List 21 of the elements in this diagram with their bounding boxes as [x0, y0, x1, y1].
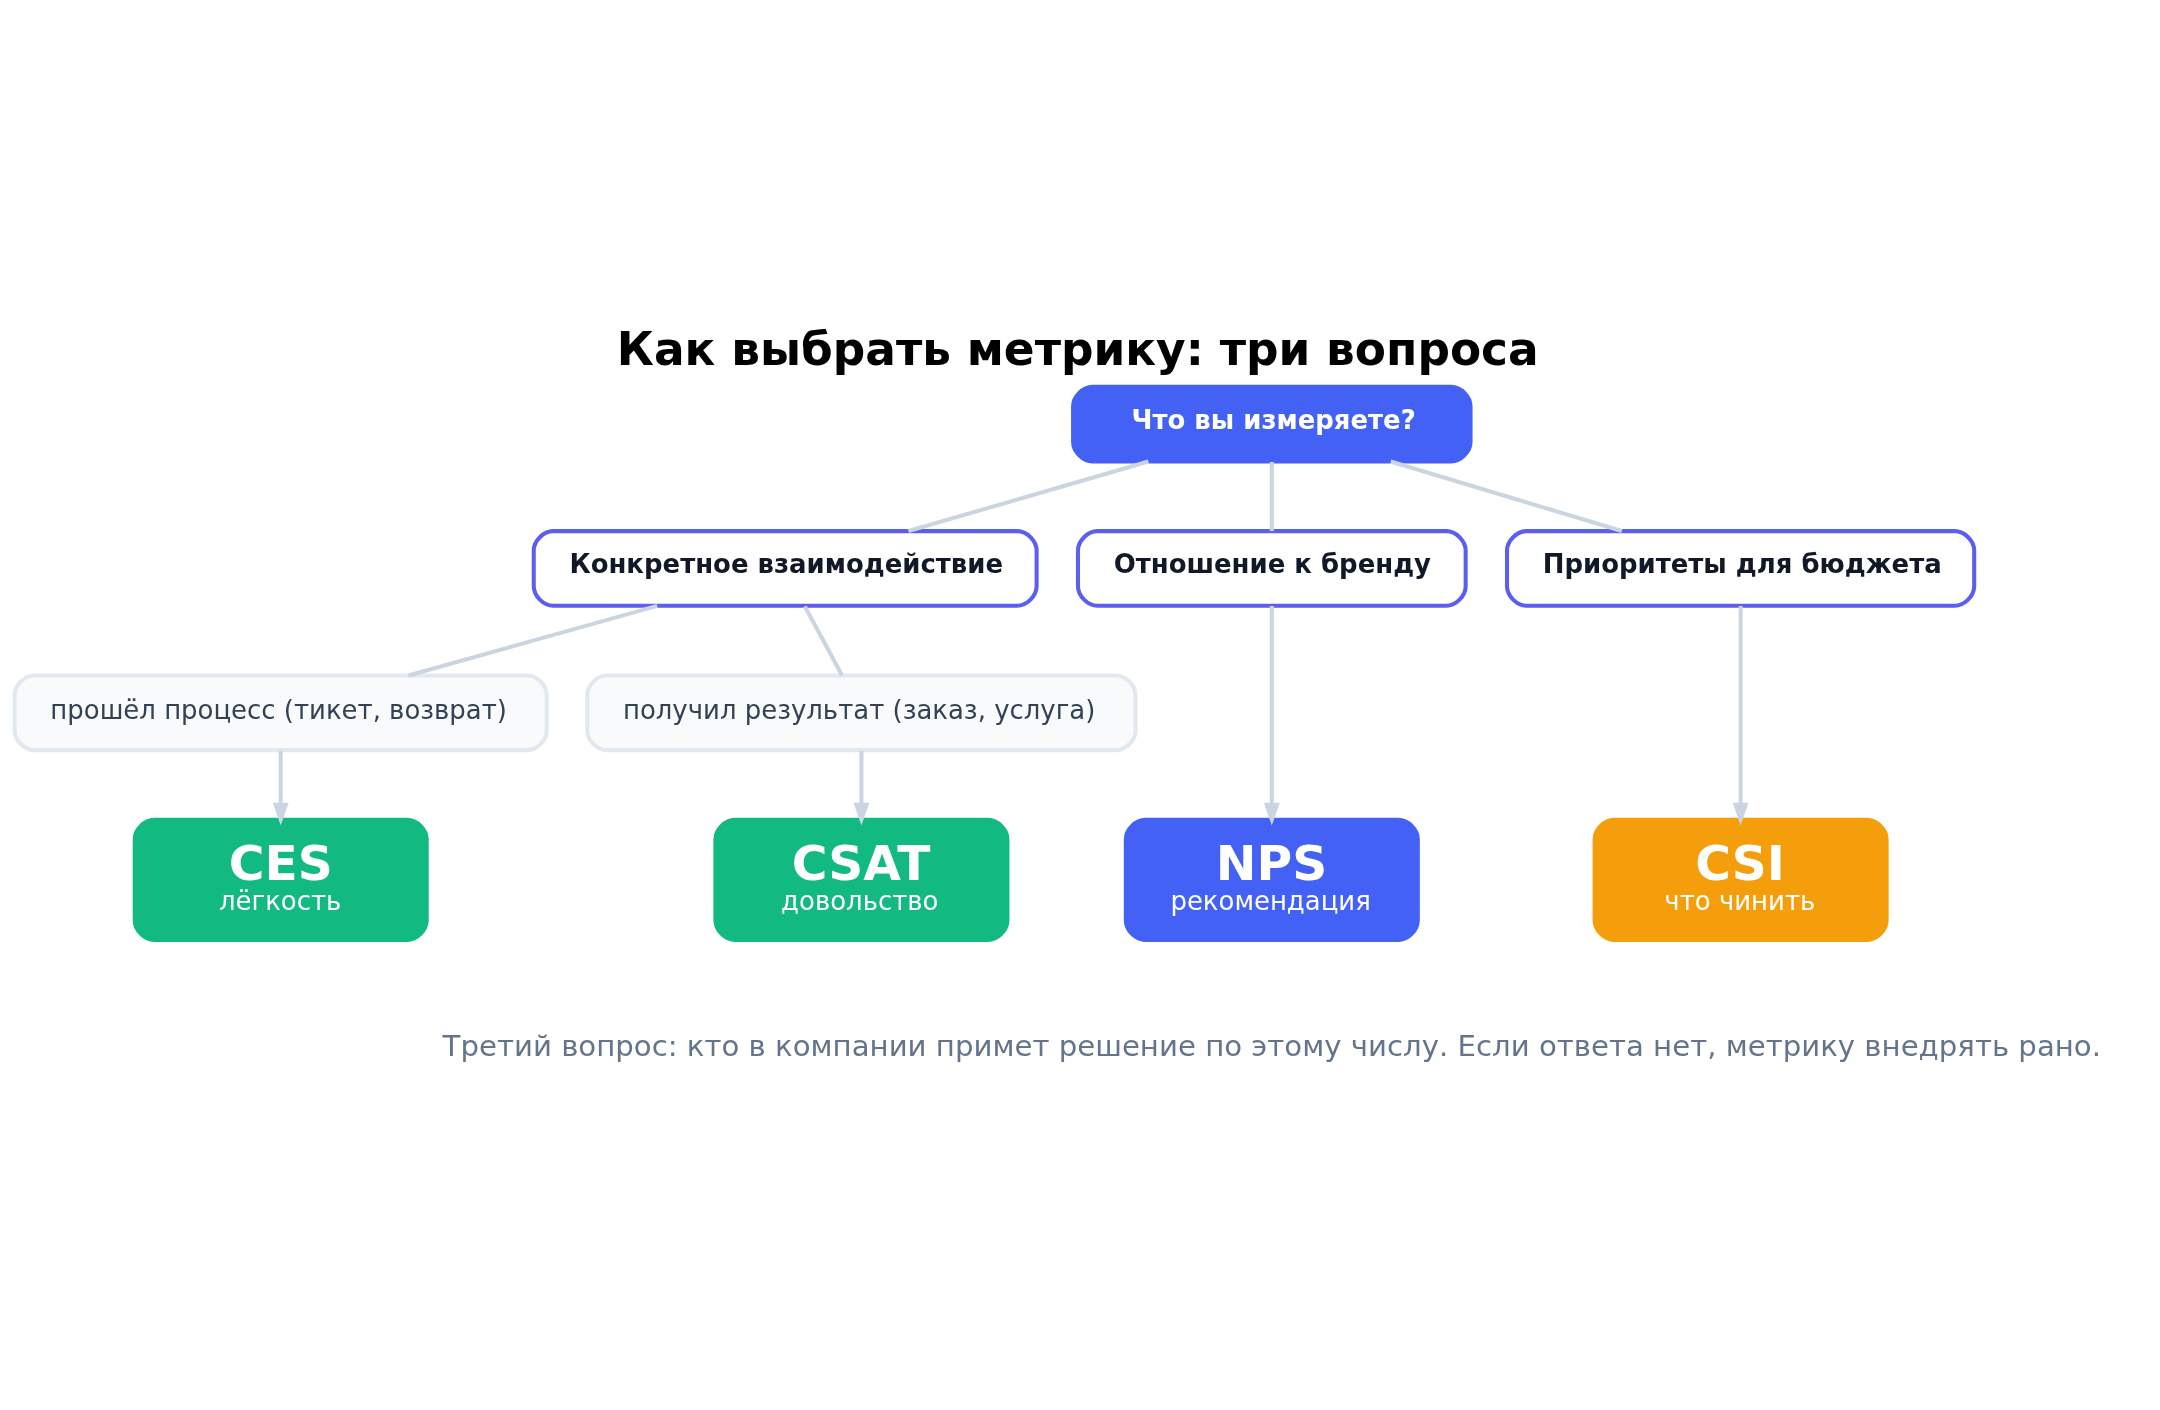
- connector: [907, 459, 1149, 533]
- node-box: NPS рекомендация: [1123, 817, 1420, 942]
- connector: [1269, 461, 1274, 531]
- arrow: [853, 750, 870, 826]
- connector: [1390, 459, 1623, 533]
- arrow: [1732, 605, 1749, 825]
- diagram-title: Как выбрать метрику: три вопроса: [616, 322, 1539, 376]
- node-box: Что вы измеряете?: [1071, 384, 1473, 463]
- node-box: Приоритеты для бюджета: [1505, 528, 1977, 608]
- node-box: Конкретное взаимодействие: [531, 528, 1039, 608]
- arrow: [272, 750, 289, 826]
- caption: Третий вопрос: кто в компании примет решение по этому числу. Если ответа нет, метрику внедрять рано.: [442, 1028, 2101, 1063]
- node-box: Отношение к бренду: [1075, 528, 1468, 608]
- arrow: [1263, 605, 1280, 825]
- connector: [407, 603, 658, 677]
- connector: [803, 604, 844, 676]
- node-box: получил результат (заказ, услуга): [585, 672, 1138, 752]
- node-box: CSI что чинить: [1592, 817, 1889, 942]
- node-box: CSAT довольство: [713, 817, 1010, 942]
- node-box: CES лёгкость: [132, 817, 429, 942]
- node-box: прошёл процесс (тикет, возврат): [12, 672, 549, 752]
